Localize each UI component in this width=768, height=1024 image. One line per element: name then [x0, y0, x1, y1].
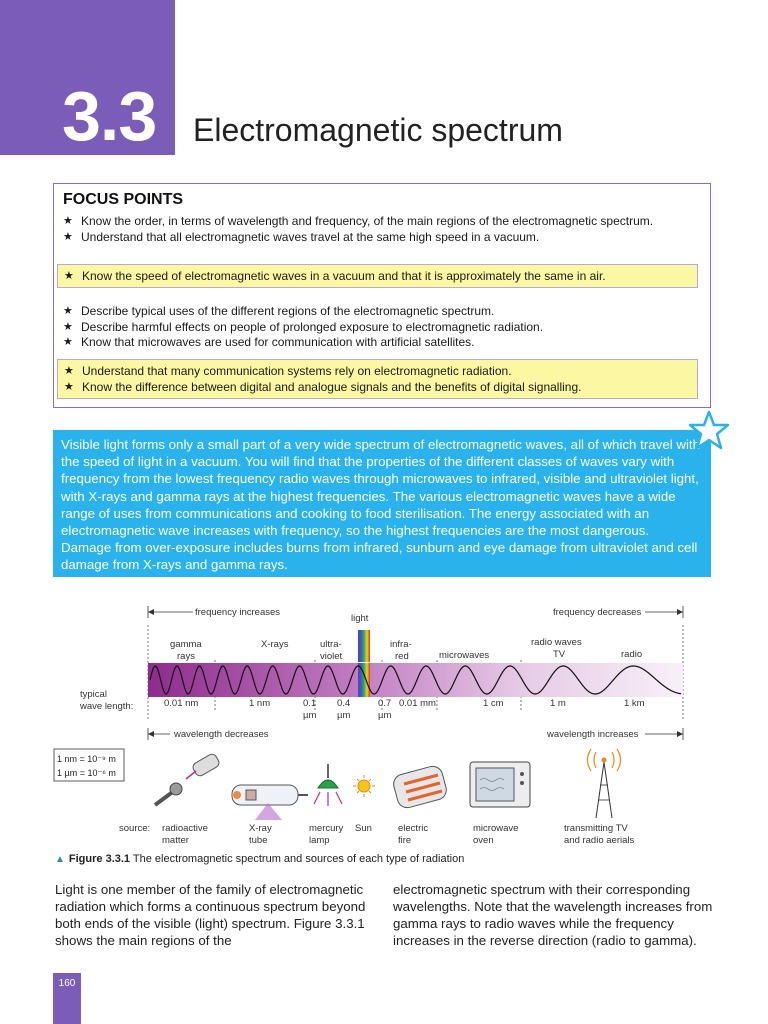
section-number-block: 3.3: [0, 0, 175, 155]
radio-label: radio: [621, 649, 642, 660]
focus-item: ★Understand that all electromagnetic wav…: [63, 229, 540, 244]
microwave-oven-icon: [469, 761, 531, 808]
arrowhead-icon: [148, 609, 154, 615]
freq-dec-label: frequency decreases: [553, 607, 641, 618]
focus-item: ★Know that microwaves are used for commu…: [63, 335, 475, 349]
focus-item: ★Describe typical uses of the different …: [63, 304, 495, 318]
arrowhead-icon: [677, 609, 683, 615]
uv-label-2: violet: [320, 651, 343, 662]
wl-0-7um-unit: µm: [378, 710, 391, 721]
wl-1nm: 1 nm: [249, 698, 270, 709]
wl-inc-label: wavelength increases: [546, 729, 639, 740]
wl-0-7um: 0.7: [378, 698, 391, 709]
mercury-lamp-icon: [313, 764, 343, 806]
arrowhead-icon: [677, 731, 683, 737]
source-transmitting-2: and radio aerials: [564, 835, 634, 846]
source-sun: Sun: [355, 823, 372, 834]
source-radioactive: radioactive: [162, 823, 208, 834]
section-number: 3.3: [62, 77, 157, 155]
wl-0-1um-unit: µm: [303, 710, 316, 721]
triangle-icon: ▲: [55, 854, 65, 865]
focus-highlight-2: ★Understand that many communication syst…: [57, 359, 698, 399]
focus-item: ★Describe harmful effects on people of p…: [63, 319, 544, 334]
gamma-label-2: rays: [177, 651, 195, 662]
focus-item: ★Know the difference between digital and…: [64, 380, 582, 394]
source-label: source:: [119, 823, 150, 834]
star-icon: ★: [64, 365, 74, 377]
source-mercury-2: lamp: [309, 835, 330, 846]
arrowhead-icon: [148, 731, 154, 737]
source-microwave-2: oven: [473, 835, 494, 846]
em-spectrum-figure: frequency increases frequency decreases …: [53, 606, 684, 846]
caption-label: Figure 3.3.1: [68, 853, 131, 865]
source-transmitting: transmitting TV: [564, 823, 628, 834]
focus-points-heading: FOCUS POINTS: [63, 191, 184, 208]
source-xray: X-ray: [249, 823, 272, 834]
source-mercury: mercury: [309, 823, 344, 834]
page-tab: 160: [53, 973, 81, 1024]
typical-label-2: wave length:: [79, 701, 133, 712]
outline-star-icon: [688, 410, 730, 450]
focus-list-1: ★Know the order, in terms of wavelength …: [63, 214, 703, 245]
star-icon: ★: [64, 381, 74, 393]
visible-light-strip: [358, 663, 370, 697]
electric-fire-icon: [393, 765, 447, 809]
source-radioactive-2: matter: [162, 835, 189, 846]
wl-0-1um: 0.1: [303, 698, 316, 709]
page-number: 160: [58, 978, 76, 989]
microwaves-label: microwaves: [439, 650, 489, 661]
unit-um: 1 µm = 10⁻⁶ m: [57, 768, 116, 778]
focus-item: ★Know the order, in terms of wavelength …: [63, 214, 654, 228]
xray-tube-icon: [231, 784, 308, 820]
wl-0-4um-unit: µm: [337, 710, 350, 721]
wl-0-01nm: 0.01 nm: [164, 698, 198, 709]
intro-panel: Visible light forms only a small part of…: [53, 430, 711, 577]
star-icon: ★: [63, 230, 73, 243]
radio-tower-icon: [586, 748, 622, 819]
light-indicator: [358, 630, 370, 662]
focus-item: ★Understand that many communication syst…: [64, 364, 512, 378]
star-icon: ★: [63, 215, 73, 227]
source-xray-2: tube: [249, 835, 268, 846]
radio-waves-label: radio waves: [531, 637, 582, 648]
figure-caption: ▲Figure 3.3.1 The electromagnetic spectr…: [55, 853, 464, 865]
unit-nm: 1 nm = 10⁻⁹ m: [57, 754, 116, 764]
focus-points-box: FOCUS POINTS ★Know the order, in terms o…: [53, 183, 711, 408]
body-right: electromagnetic spectrum with their corr…: [393, 882, 713, 948]
star-icon: ★: [63, 320, 73, 333]
typical-label: typical: [80, 689, 107, 700]
focus-item: ★Know the speed of electromagnetic waves…: [64, 269, 606, 283]
ir-label: infra-: [390, 639, 412, 650]
body-left: Light is one member of the family of ele…: [55, 882, 366, 948]
radioactive-source-icon: [153, 753, 220, 807]
wl-0-01mm: 0.01 mm: [399, 698, 436, 709]
wl-dec-label: wavelength decreases: [173, 729, 269, 740]
ir-label-2: red: [395, 651, 409, 662]
wl-1km: 1 km: [624, 698, 645, 709]
sun-icon: [353, 775, 375, 797]
section-title: Electromagnetic spectrum: [193, 112, 563, 148]
em-wave: [149, 665, 682, 695]
unit-box: [53, 748, 125, 782]
wl-1m: 1 m: [550, 698, 566, 709]
tv-label: TV: [553, 649, 566, 660]
source-microwave: microwave: [473, 823, 518, 834]
gamma-label: gamma: [170, 639, 202, 650]
freq-inc-label: frequency increases: [195, 607, 280, 618]
focus-list-2: ★Describe typical uses of the different …: [63, 304, 703, 351]
source-electric-2: fire: [398, 835, 411, 846]
wl-0-4um: 0.4: [337, 698, 350, 709]
wl-1cm: 1 cm: [483, 698, 504, 709]
source-electric: electric: [398, 823, 428, 834]
star-icon: ★: [63, 305, 73, 317]
star-icon: ★: [63, 336, 73, 348]
star-icon: ★: [64, 270, 74, 282]
light-label: light: [351, 613, 369, 624]
xrays-label: X-rays: [261, 639, 289, 650]
caption-text: The electromagnetic spectrum and sources…: [132, 853, 465, 865]
uv-label: ultra-: [320, 639, 342, 650]
focus-highlight-1: ★Know the speed of electromagnetic waves…: [57, 264, 698, 288]
